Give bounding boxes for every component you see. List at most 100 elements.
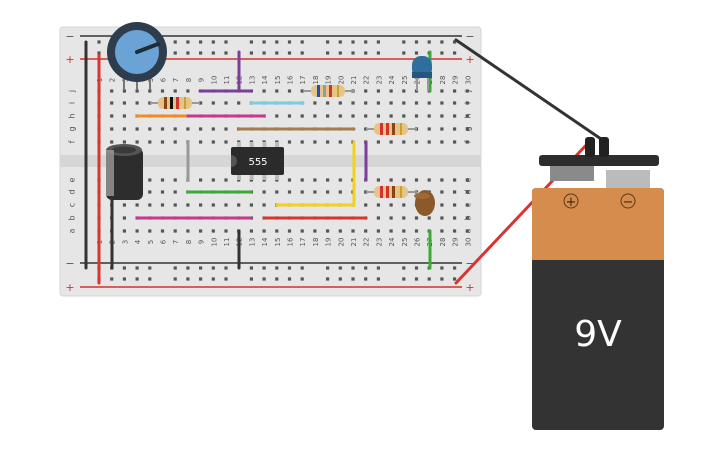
- breadboard-hole: [160, 190, 165, 194]
- column-number-top: 22: [363, 76, 371, 85]
- breadboard-hole: [389, 203, 393, 207]
- breadboard-hole: [199, 101, 203, 105]
- rail-hole: [326, 266, 330, 270]
- row-letter: j: [68, 90, 77, 93]
- rail-hole: [351, 51, 355, 55]
- rail-hole: [351, 40, 355, 44]
- rail-hole: [186, 51, 190, 55]
- rail-symbol-bottom-left-minus: −: [65, 257, 74, 270]
- breadboard-hole: [173, 89, 177, 93]
- breadboard-hole: [414, 229, 419, 233]
- breadboard-hole: [376, 101, 380, 105]
- column-number-top: 19: [325, 76, 333, 85]
- breadboard-hole: [453, 178, 457, 182]
- rail-hole: [338, 277, 342, 281]
- battery-minus-symbol: −: [623, 195, 634, 210]
- row-letter: b: [68, 215, 77, 220]
- breadboard-hole: [453, 216, 457, 220]
- breadboard-hole: [389, 229, 393, 233]
- breadboard-hole: [465, 89, 469, 93]
- resistor-middle-right: [366, 123, 417, 135]
- breadboard-hole: [453, 101, 457, 105]
- rail-hole: [326, 277, 330, 281]
- breadboard-hole: [135, 203, 139, 207]
- breadboard-hole: [275, 229, 279, 233]
- rail-hole: [338, 51, 342, 55]
- resistor-left: [150, 97, 200, 109]
- rail-hole: [262, 266, 266, 270]
- rail-hole: [427, 277, 431, 281]
- breadboard-hole: [414, 101, 419, 105]
- breadboard-hole: [148, 101, 152, 105]
- rail-hole: [211, 40, 215, 44]
- rail-hole: [148, 277, 152, 281]
- rail-hole: [249, 277, 253, 281]
- rail-hole: [414, 51, 419, 55]
- breadboard-hole: [148, 178, 152, 182]
- breadboard-hole: [453, 89, 457, 93]
- rail-hole: [249, 266, 253, 270]
- rail-hole: [300, 266, 304, 270]
- breadboard-hole: [402, 89, 406, 93]
- row-letter: d: [464, 189, 473, 194]
- breadboard-hole: [287, 190, 292, 194]
- column-number-bottom: 21: [350, 238, 358, 247]
- ceramic-capacitor: [414, 190, 435, 216]
- breadboard-hole: [186, 89, 190, 93]
- column-number-top: 9: [198, 78, 206, 82]
- rail-hole: [287, 277, 292, 281]
- row-letter: j: [464, 90, 473, 93]
- chip-pin: [275, 142, 280, 148]
- row-letter: c: [464, 203, 473, 207]
- breadboard-hole: [224, 178, 228, 182]
- breadboard-hole: [211, 203, 215, 207]
- breadboard-hole: [224, 140, 228, 144]
- breadboard-hole: [287, 140, 292, 144]
- column-number-top: 11: [223, 76, 231, 85]
- column-number-top: 14: [261, 75, 269, 84]
- breadboard-hole: [364, 89, 368, 93]
- rail-hole: [376, 266, 380, 270]
- rail-hole: [224, 266, 228, 270]
- breadboard-hole: [440, 114, 444, 118]
- breadboard-hole: [313, 190, 317, 194]
- breadboard-hole: [364, 114, 368, 118]
- breadboard-hole: [287, 178, 292, 182]
- breadboard-hole: [110, 140, 114, 144]
- rail-hole: [351, 266, 355, 270]
- column-number-bottom: 7: [172, 240, 180, 244]
- column-number-top: 25: [401, 76, 409, 85]
- breadboard-hole: [160, 229, 165, 233]
- breadboard-hole: [199, 127, 203, 131]
- rail-hole: [376, 51, 380, 55]
- breadboard-hole: [249, 203, 253, 207]
- resistor-top-right: [303, 85, 354, 97]
- rail-hole: [414, 266, 419, 270]
- rail-hole: [338, 266, 342, 270]
- rail-hole: [135, 277, 139, 281]
- breadboard-hole: [160, 89, 165, 93]
- breadboard-hole: [465, 114, 469, 118]
- rail-hole: [186, 277, 190, 281]
- breadboard-hole: [440, 178, 444, 182]
- column-number-top: 29: [452, 76, 460, 85]
- rail-hole: [402, 266, 406, 270]
- row-letter: g: [68, 126, 77, 131]
- column-number-bottom: 17: [299, 238, 307, 247]
- rail-hole: [199, 266, 203, 270]
- breadboard-hole: [414, 114, 419, 118]
- breadboard-hole: [427, 216, 431, 220]
- breadboard-hole: [211, 140, 215, 144]
- column-number-bottom: 14: [261, 237, 269, 246]
- column-number-bottom: 30: [464, 238, 472, 247]
- breadboard-hole: [414, 216, 419, 220]
- rail-hole: [453, 277, 457, 281]
- breadboard-hole: [453, 229, 457, 233]
- rail-hole: [300, 40, 304, 44]
- column-number-bottom: 13: [248, 238, 256, 247]
- breadboard-hole: [300, 114, 304, 118]
- breadboard-hole: [275, 190, 279, 194]
- rail-hole: [110, 277, 114, 281]
- breadboard-hole: [376, 216, 380, 220]
- rail-hole: [376, 40, 380, 44]
